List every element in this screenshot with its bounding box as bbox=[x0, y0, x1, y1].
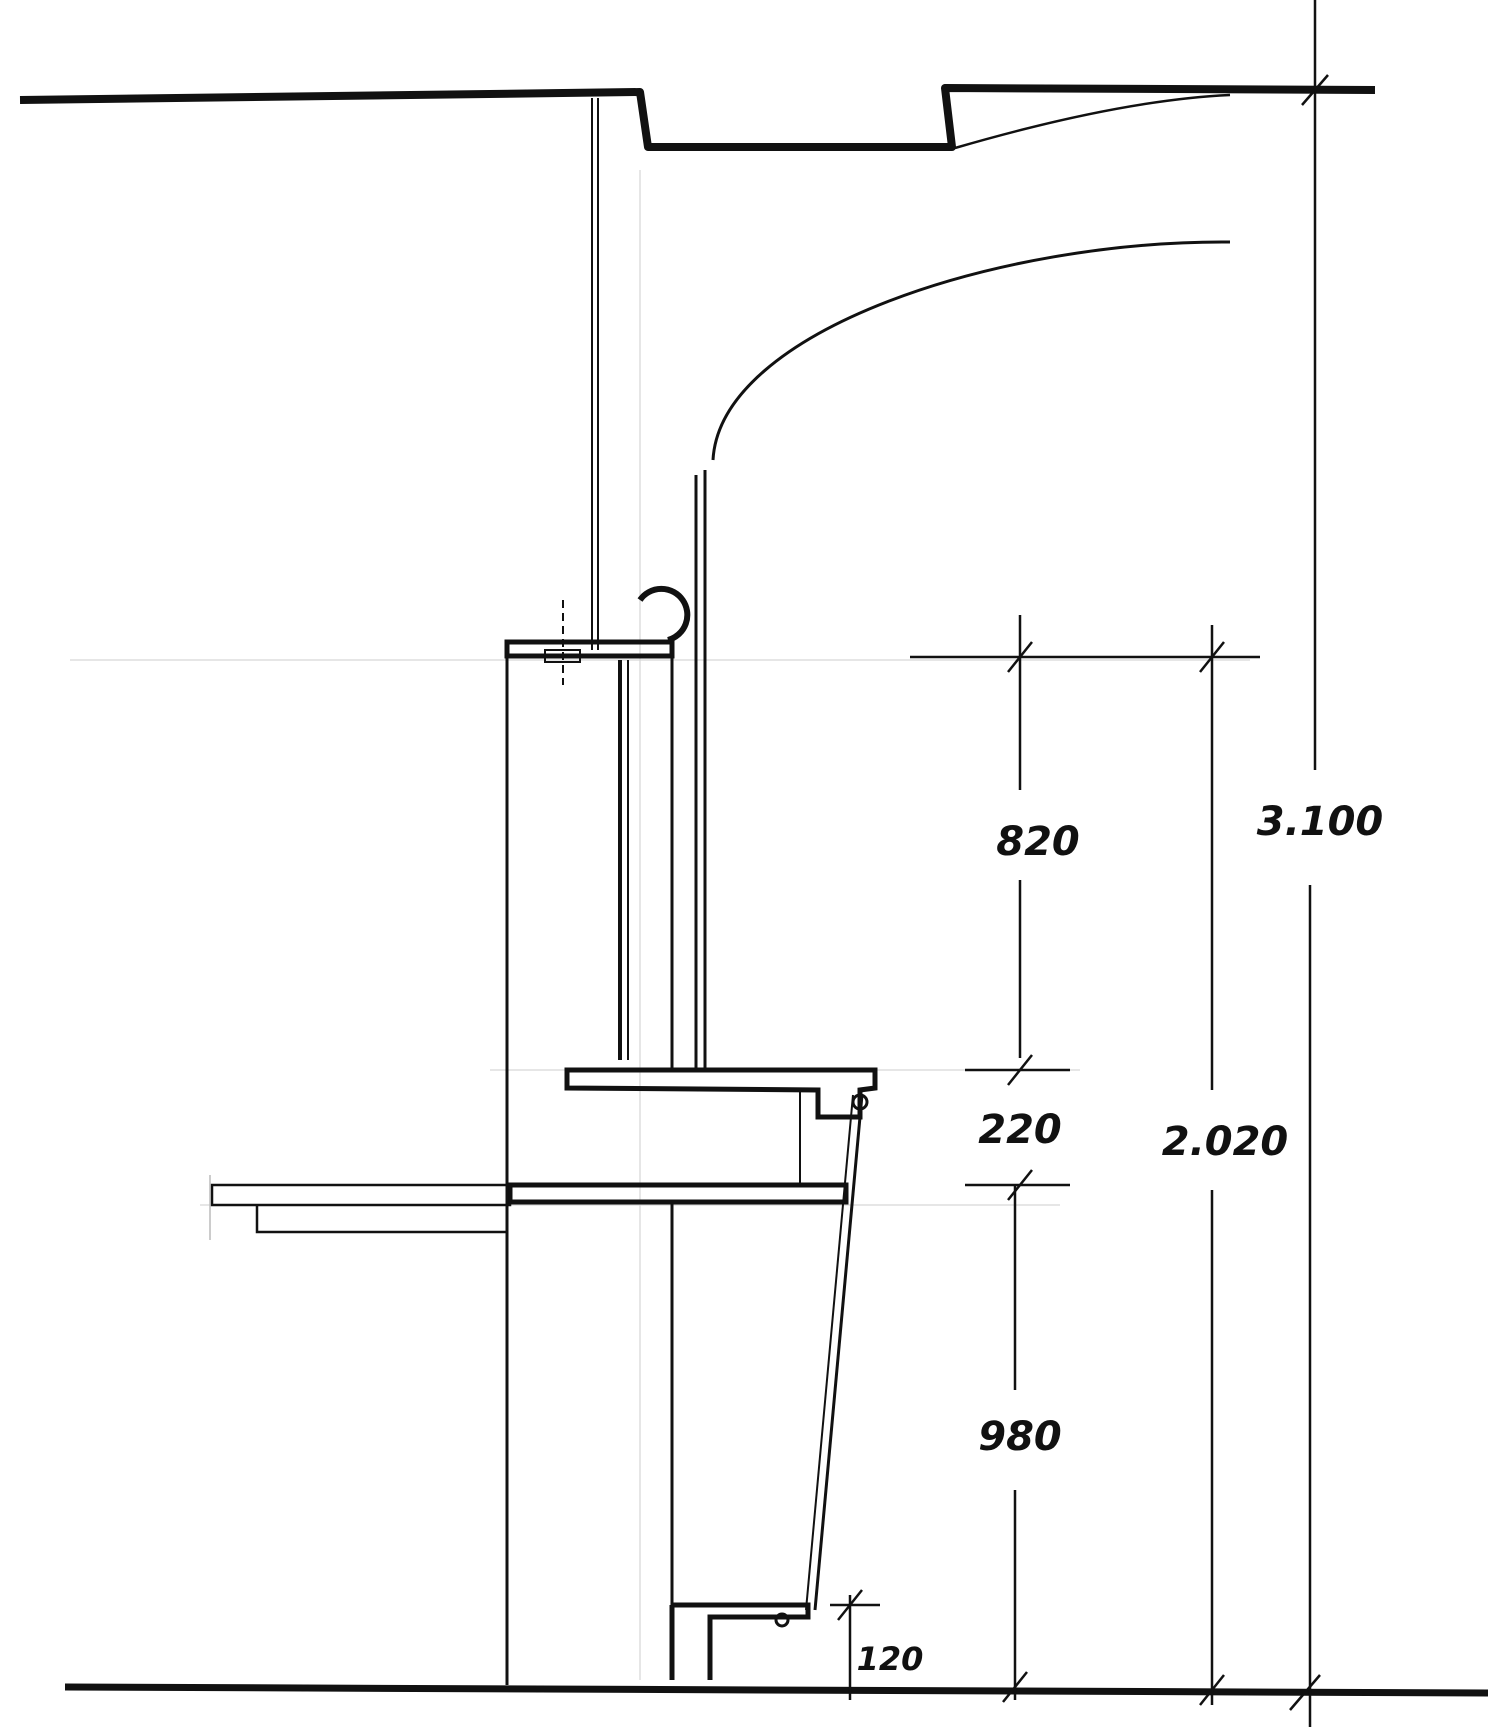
dim-120: 120 bbox=[857, 1640, 924, 1678]
dim-220: 220 bbox=[978, 1107, 1062, 1153]
hanging-rod bbox=[591, 98, 599, 650]
lower-cabinet bbox=[669, 1094, 864, 1680]
dimension-lines bbox=[830, 0, 1329, 1727]
arm-vertical bbox=[694, 470, 707, 1070]
construction-lines bbox=[70, 170, 1250, 1680]
hook-ring bbox=[637, 585, 691, 643]
ceiling-line bbox=[19, 84, 1376, 151]
upper-shelf bbox=[564, 1067, 878, 1185]
dim-820: 820 bbox=[996, 819, 1080, 865]
dim-2020: 2.020 bbox=[1162, 1119, 1289, 1165]
floor-line bbox=[64, 1683, 1489, 1697]
curved-arm bbox=[711, 240, 1231, 461]
dim-3100: 3.100 bbox=[1257, 799, 1384, 845]
dim-980: 980 bbox=[978, 1414, 1062, 1460]
upper-cabinet bbox=[504, 600, 675, 1685]
counter-shelf bbox=[209, 1175, 849, 1240]
ceiling-cove-curve bbox=[954, 93, 1231, 150]
